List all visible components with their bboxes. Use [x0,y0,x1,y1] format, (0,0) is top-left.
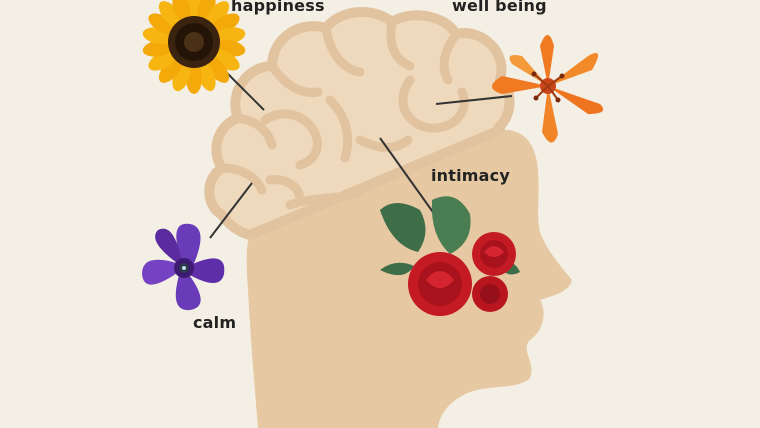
label-calm: calm [193,313,237,332]
brain-folds [217,17,469,210]
connector-well-being [435,95,513,105]
violet-flower-icon [142,223,225,311]
label-happiness: happiness [231,0,325,15]
connector-intimacy [379,137,441,223]
label-well-being: well being [452,0,547,15]
connector-lines [209,67,513,239]
connector-happiness [221,67,265,111]
brain [204,6,515,240]
label-intimacy: intimacy [431,166,510,185]
lily-icon [492,35,604,143]
roses-icon [380,196,520,316]
connector-calm [209,182,253,239]
sunflower-icon [142,0,246,94]
